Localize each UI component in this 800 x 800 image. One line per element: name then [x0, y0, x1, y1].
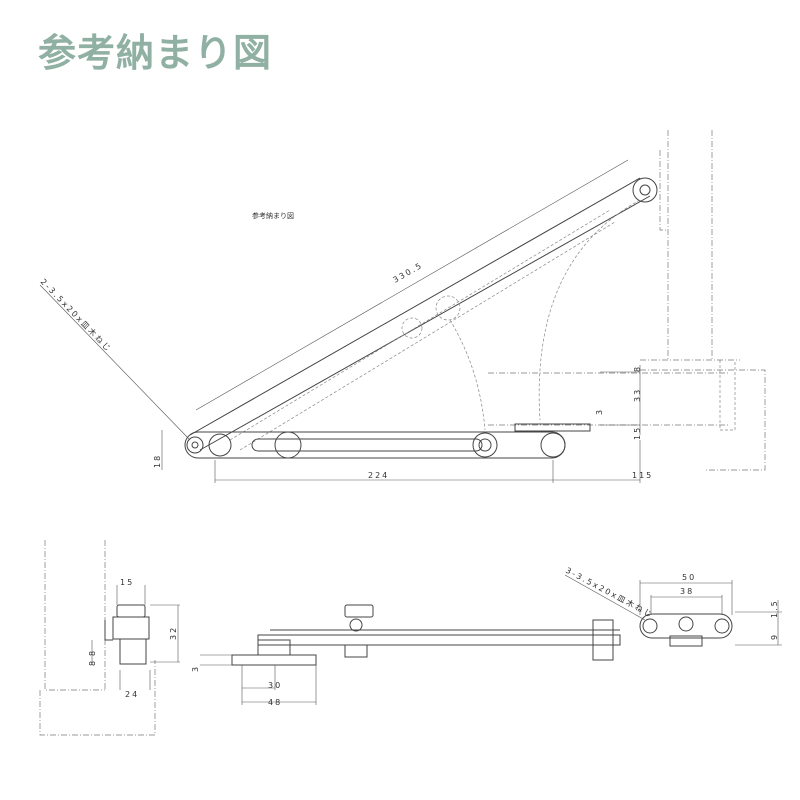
dim-offset: 115 [632, 471, 653, 480]
dim-1-5: 1.5 [770, 599, 779, 618]
dim-8a: 8 [88, 649, 97, 656]
window-frame [488, 130, 766, 471]
dim-height: 18 [153, 454, 162, 468]
dim-50: 50 [682, 573, 696, 582]
side-view-left: 15 32 8 8 24 [39, 540, 180, 736]
page-title: 参考納まり図 [38, 31, 273, 75]
dimensions-top: 18 224 115 8 33 15 3 2-3.5x20x皿木ねじ [39, 276, 653, 483]
dim-base: 224 [368, 471, 389, 480]
dim-30: 30 [268, 681, 282, 690]
subtitle: 参考納まり図 [252, 211, 294, 220]
stay-arm: 330.5 [189, 159, 658, 451]
dim-8: 8 [633, 365, 642, 372]
dim-32: 32 [169, 626, 178, 640]
dim-24: 24 [125, 690, 139, 699]
dim-3: 3 [595, 408, 604, 415]
dim-8b: 8 [88, 659, 97, 666]
screw-note-top: 2-3.5x20x皿木ねじ [39, 276, 115, 354]
dim-48: 48 [268, 698, 282, 707]
side-view-middle: 3 30 48 [191, 604, 621, 707]
screw-note-bottom: 3-3.5x20x皿木ねじ [564, 565, 656, 620]
dim-3: 3 [191, 665, 200, 672]
side-view-right: 50 38 1.5 9 3-3.5x20x皿木ねじ [564, 565, 782, 647]
dim-33: 33 [633, 388, 642, 402]
base-bar [184, 423, 591, 459]
dim-15: 15 [120, 578, 134, 587]
dim-15: 15 [633, 426, 642, 440]
dim-arm-length: 330.5 [392, 260, 425, 284]
dim-38: 38 [680, 587, 694, 596]
dim-9: 9 [770, 633, 779, 640]
